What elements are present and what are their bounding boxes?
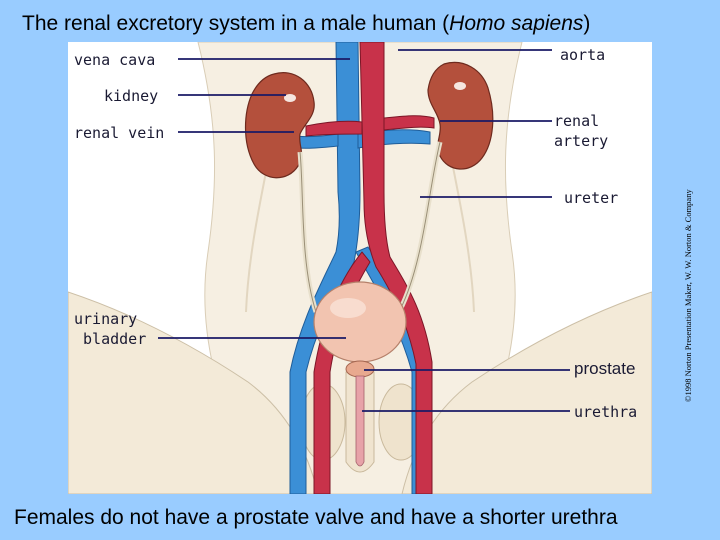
anatomy-panel: vena cava aorta kidney renal vein renal … [68, 42, 652, 494]
label-renal-artery: renal artery [554, 112, 609, 150]
title-suffix: ) [583, 12, 591, 35]
label-aorta: aorta [560, 46, 606, 64]
label-vena-cava: vena cava [74, 51, 156, 69]
prostate-organ [345, 360, 375, 378]
kidney-right [427, 61, 494, 170]
label-kidney: kidney [104, 87, 159, 105]
urethra-tube [355, 375, 365, 467]
label-prostate: prostate [574, 359, 636, 378]
slide-title: The renal excretory system in a male hum… [22, 12, 590, 36]
label-ureter: ureter [564, 189, 619, 207]
slide-caption: Females do not have a prostate valve and… [14, 506, 618, 529]
label-urethra: urethra [574, 403, 638, 421]
title-species: Homo sapiens [449, 12, 584, 35]
urinary-bladder-organ [313, 281, 407, 363]
label-renal-vein: renal vein [74, 124, 165, 142]
leader-lines [158, 49, 570, 412]
kidney-left [244, 72, 315, 179]
title-prefix: The renal excretory system in a male hum… [22, 12, 450, 35]
anatomy-illustration [68, 42, 652, 494]
ureter-tubes [297, 141, 443, 313]
label-urinary-bladder: urinary bladder [74, 310, 147, 348]
copyright-notice: ©1998 Norton Presentation Maker, W. W. N… [683, 189, 693, 402]
aorta-vessel [305, 42, 435, 494]
